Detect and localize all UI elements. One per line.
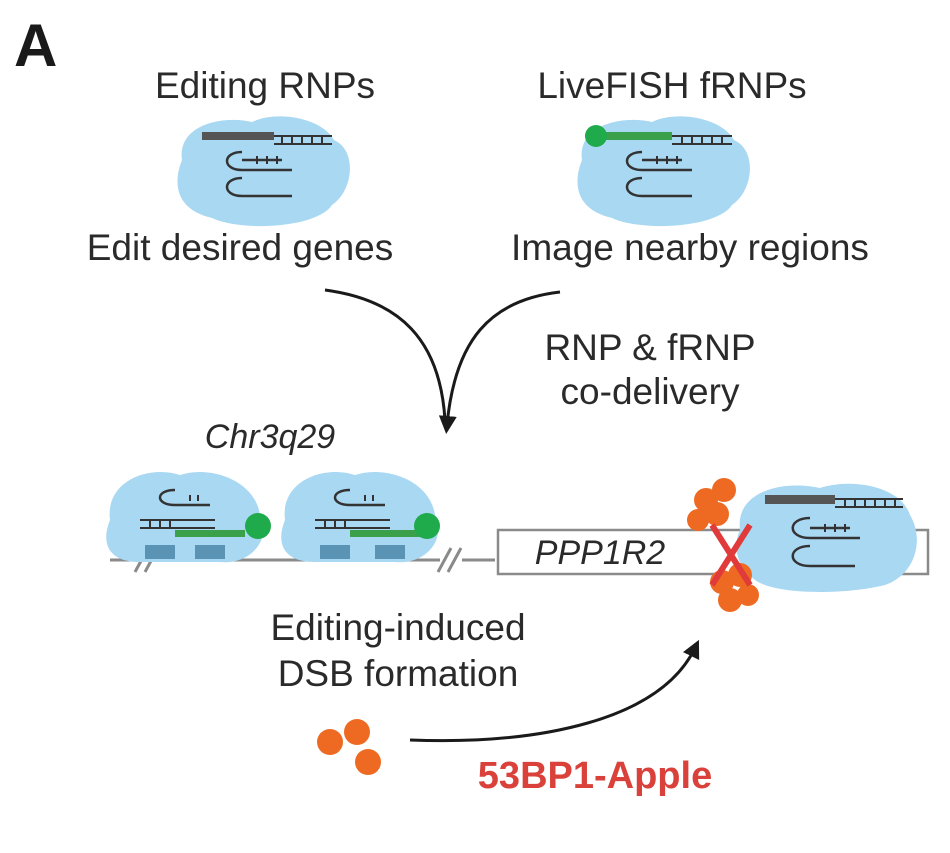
dsb-label-line2: DSB formation bbox=[278, 653, 519, 694]
cas9-rnp-icon bbox=[177, 116, 350, 227]
editing-rnps-label: Editing RNPs bbox=[155, 65, 375, 106]
bound-frnp-2 bbox=[281, 471, 440, 563]
converge-arrow bbox=[324, 288, 447, 421]
panel-letter: A bbox=[14, 12, 57, 79]
fluorescent-rnp-icon bbox=[577, 116, 750, 227]
dsb-label-line1: Editing-induced bbox=[270, 607, 525, 648]
editing-rnp-at-gene bbox=[736, 483, 917, 592]
cut-mark-icon bbox=[709, 523, 753, 587]
53bp1-foci-icon bbox=[687, 478, 759, 612]
codelivery-label-line2: co-delivery bbox=[561, 371, 740, 412]
recruitment-arrow bbox=[409, 639, 700, 743]
converge-arrow bbox=[438, 290, 561, 434]
codelivery-label-line1: RNP & fRNP bbox=[544, 327, 755, 368]
livefish-frnps-label: LiveFISH fRNPs bbox=[537, 65, 806, 106]
bound-frnp-1 bbox=[106, 471, 271, 563]
53bp1-foci-icon bbox=[317, 719, 381, 775]
edit-desired-genes-label: Edit desired genes bbox=[87, 227, 393, 268]
reporter-label: 53BP1-Apple bbox=[478, 755, 712, 797]
image-nearby-regions-label: Image nearby regions bbox=[511, 227, 869, 268]
locus-label: Chr3q29 bbox=[205, 418, 336, 456]
gene-label: PPP1R2 bbox=[535, 534, 665, 572]
